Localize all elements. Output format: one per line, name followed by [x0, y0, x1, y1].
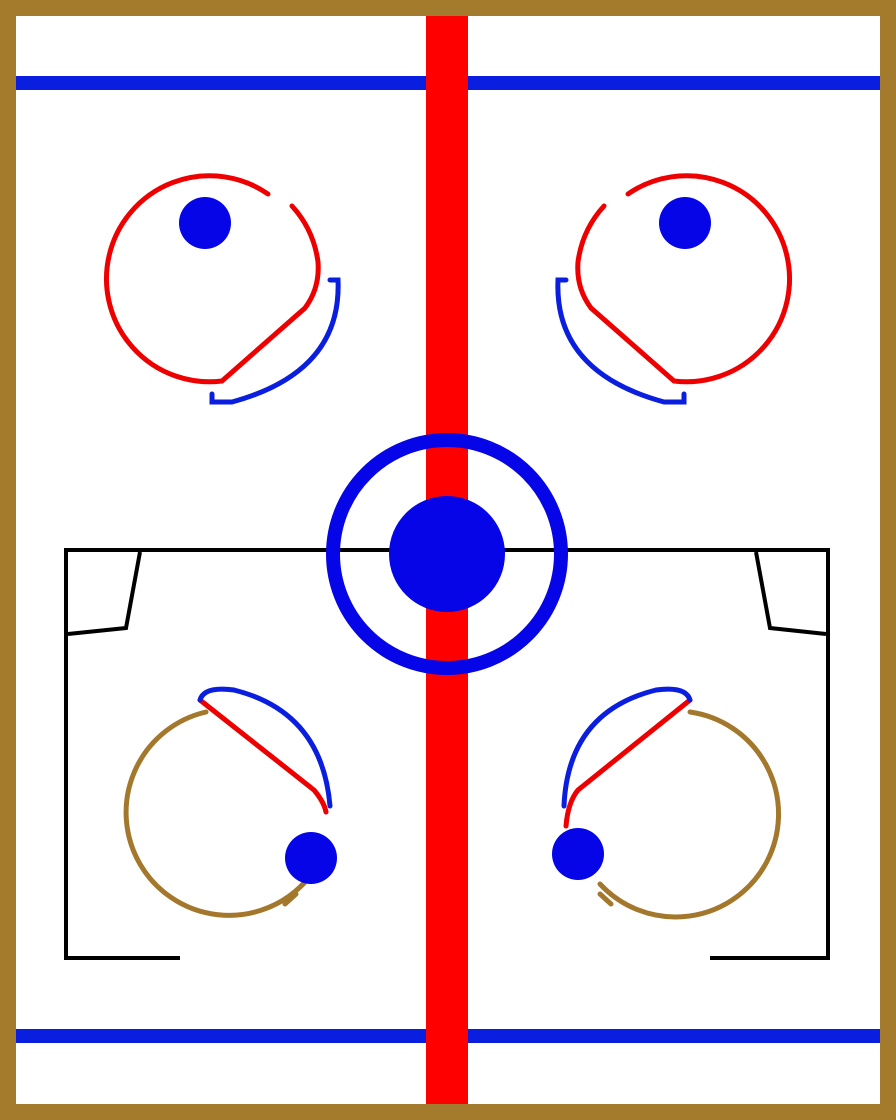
center-circle — [326, 433, 568, 675]
faceoff-circle-bottom-left — [123, 686, 337, 918]
goal-box-left-side — [64, 548, 440, 960]
faceoff-circle-bottom-left-ring — [123, 709, 308, 918]
faceoff-circle-bottom-right-red — [563, 697, 693, 829]
faceoff-bottom-right-dot — [552, 828, 604, 880]
faceoff-circle-top-left-blue-arc — [209, 277, 341, 405]
faceoff-circle-bottom-right-blue-arc — [561, 686, 693, 809]
center-dot — [389, 496, 505, 612]
faceoff-circle-top-right — [555, 173, 793, 405]
faceoff-bottom-left-dot — [285, 832, 337, 884]
faceoff-circle-bottom-right — [552, 686, 781, 920]
goal-box-outline — [64, 548, 830, 960]
faceoff-top-left-dot — [179, 197, 231, 249]
crease-right-corner — [754, 551, 827, 636]
faceoff-circle-bottom-left-red — [197, 697, 329, 815]
faceoff-circle-bottom-right-ring-lower — [597, 891, 614, 907]
faceoff-circle-top-left-ring — [103, 173, 321, 385]
faceoff-circle-bottom-left-blue-arc — [197, 686, 333, 809]
faceoff-circle-bottom-right-ring — [597, 709, 781, 920]
faceoff-circle-top-left — [103, 173, 341, 405]
faceoff-circle-bottom-left-ring-lower — [282, 891, 299, 907]
crease-left-corner — [67, 551, 142, 636]
faceoff-top-right-dot — [659, 197, 711, 249]
faceoff-circle-top-right-blue-arc — [555, 277, 687, 405]
faceoff-circle-top-right-ring — [575, 173, 793, 385]
goal-box-right-side — [456, 548, 830, 960]
